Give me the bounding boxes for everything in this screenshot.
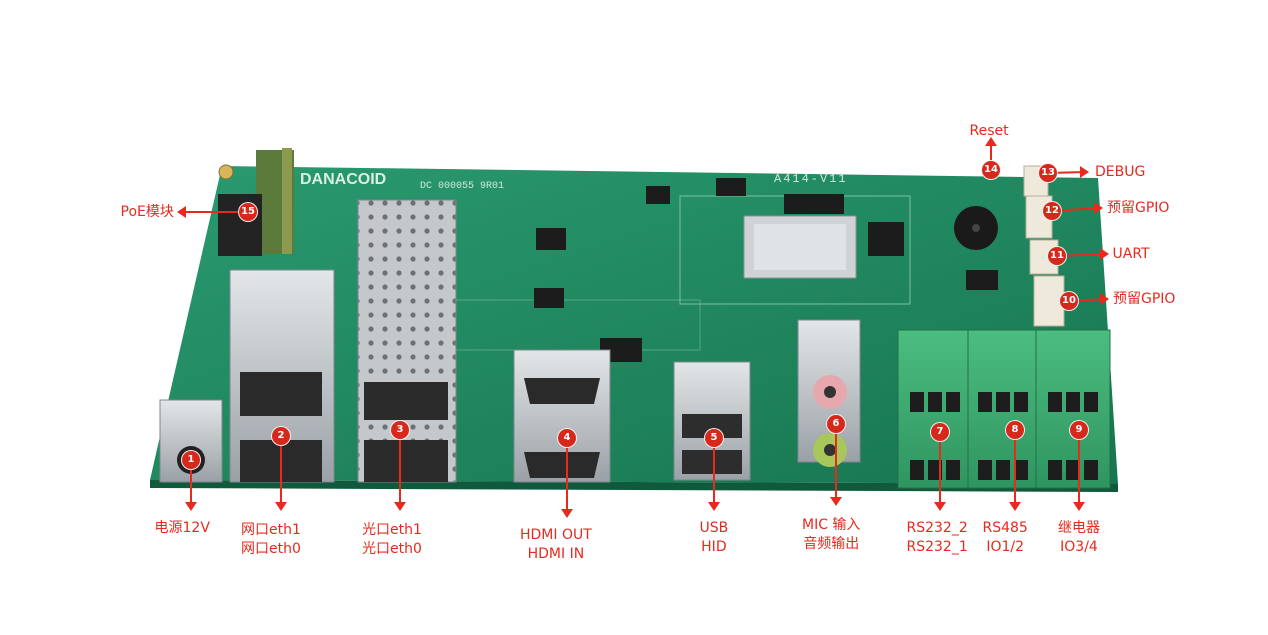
port-label-10: 预留GPIO xyxy=(1113,290,1176,307)
callout-arrowhead xyxy=(1100,248,1109,260)
chip xyxy=(534,288,564,308)
header-connector xyxy=(1025,195,1053,239)
port-marker-3: 3 xyxy=(391,421,409,439)
callout-arrowhead xyxy=(1073,502,1085,511)
poe-block xyxy=(218,194,262,256)
callout-arrowhead xyxy=(177,206,186,218)
port-label-11: UART xyxy=(1112,245,1150,262)
sfp-cage xyxy=(357,199,457,483)
port-marker-10: 10 xyxy=(1060,292,1078,310)
port-marker-15: 15 xyxy=(239,203,257,221)
mic-jack-hole xyxy=(824,386,836,398)
callout-arrowhead xyxy=(185,502,197,511)
callout-arrowhead xyxy=(934,502,946,511)
chip xyxy=(868,222,904,256)
usb-port-lower xyxy=(682,450,742,474)
sfp-port-upper xyxy=(364,382,448,420)
callout-arrowhead xyxy=(1009,502,1021,511)
silk-brand: DANACOID xyxy=(300,171,386,188)
callout-arrowhead xyxy=(394,502,406,511)
callout-arrowhead xyxy=(830,497,842,506)
callout-arrowhead xyxy=(1100,293,1109,305)
port-marker-11: 11 xyxy=(1048,247,1066,265)
port-marker-12: 12 xyxy=(1043,202,1061,220)
mount-hole xyxy=(218,164,234,180)
callout-arrowhead xyxy=(985,137,997,146)
callout-arrowhead xyxy=(275,502,287,511)
hdmi-port-upper xyxy=(524,378,600,404)
port-marker-1: 1 xyxy=(182,451,200,469)
header-connector xyxy=(1033,275,1065,327)
callout-arrowhead xyxy=(1094,202,1103,214)
port-marker-13: 13 xyxy=(1039,164,1057,182)
buzzer-hole xyxy=(972,224,980,232)
port-marker-9: 9 xyxy=(1070,421,1088,439)
sfp-port-lower xyxy=(364,440,448,482)
port-marker-4: 4 xyxy=(558,429,576,447)
silk-model: A414-V11 xyxy=(774,172,848,186)
terminal-openings xyxy=(910,392,1098,480)
soc-chip-top xyxy=(754,224,846,270)
callout-arrows xyxy=(177,137,1109,518)
callout-arrowhead xyxy=(561,509,573,518)
port-marker-2: 2 xyxy=(272,427,290,445)
port-marker-14: 14 xyxy=(982,161,1000,179)
chip xyxy=(784,194,844,214)
callout-arrowhead xyxy=(708,502,720,511)
port-marker-8: 8 xyxy=(1006,421,1024,439)
chip xyxy=(966,270,998,290)
port-label-15: PoE模块 xyxy=(120,203,174,220)
port-marker-7: 7 xyxy=(931,423,949,441)
poe-card-edge xyxy=(282,148,292,254)
port-marker-6: 6 xyxy=(827,415,845,433)
rj45-port-upper xyxy=(240,372,322,416)
audio-out-jack-hole xyxy=(824,444,836,456)
port-label-14: Reset xyxy=(969,122,1009,139)
chip xyxy=(646,186,670,204)
port-label-1: 电源12V xyxy=(154,520,210,536)
port-marker-5: 5 xyxy=(705,429,723,447)
port-label-13: DEBUG xyxy=(1095,163,1146,180)
pcb-edge xyxy=(150,480,1118,492)
chip xyxy=(536,228,566,250)
port-label-12: 预留GPIO xyxy=(1107,199,1170,216)
port-label-6: MIC 输入音频输出 xyxy=(802,517,861,552)
callout-arrowhead xyxy=(1080,166,1089,178)
chip xyxy=(716,178,746,196)
silk-code: DC 000055 9R01 xyxy=(420,181,504,192)
hdmi-port-lower xyxy=(524,452,600,478)
